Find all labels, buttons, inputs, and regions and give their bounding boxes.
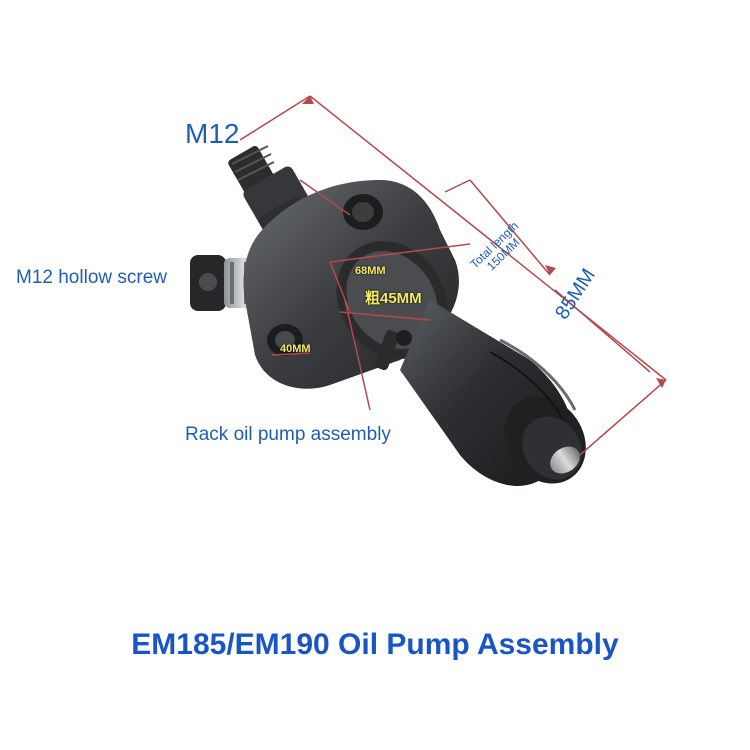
rack-assembly-label: Rack oil pump assembly xyxy=(185,424,391,445)
dimension-40-label: 40MM xyxy=(280,343,311,355)
m12-label: M12 xyxy=(185,118,240,149)
dimension-lines xyxy=(239,95,667,456)
dimension-arrows xyxy=(302,96,666,388)
dimension-45-label: 粗45MM xyxy=(365,290,422,307)
product-title: EM185/EM190 Oil Pump Assembly xyxy=(131,628,619,661)
dimension-68-label: 68MM xyxy=(355,265,386,277)
rack-lever xyxy=(374,329,412,371)
hollow-screw-label: M12 hollow screw xyxy=(16,267,167,288)
